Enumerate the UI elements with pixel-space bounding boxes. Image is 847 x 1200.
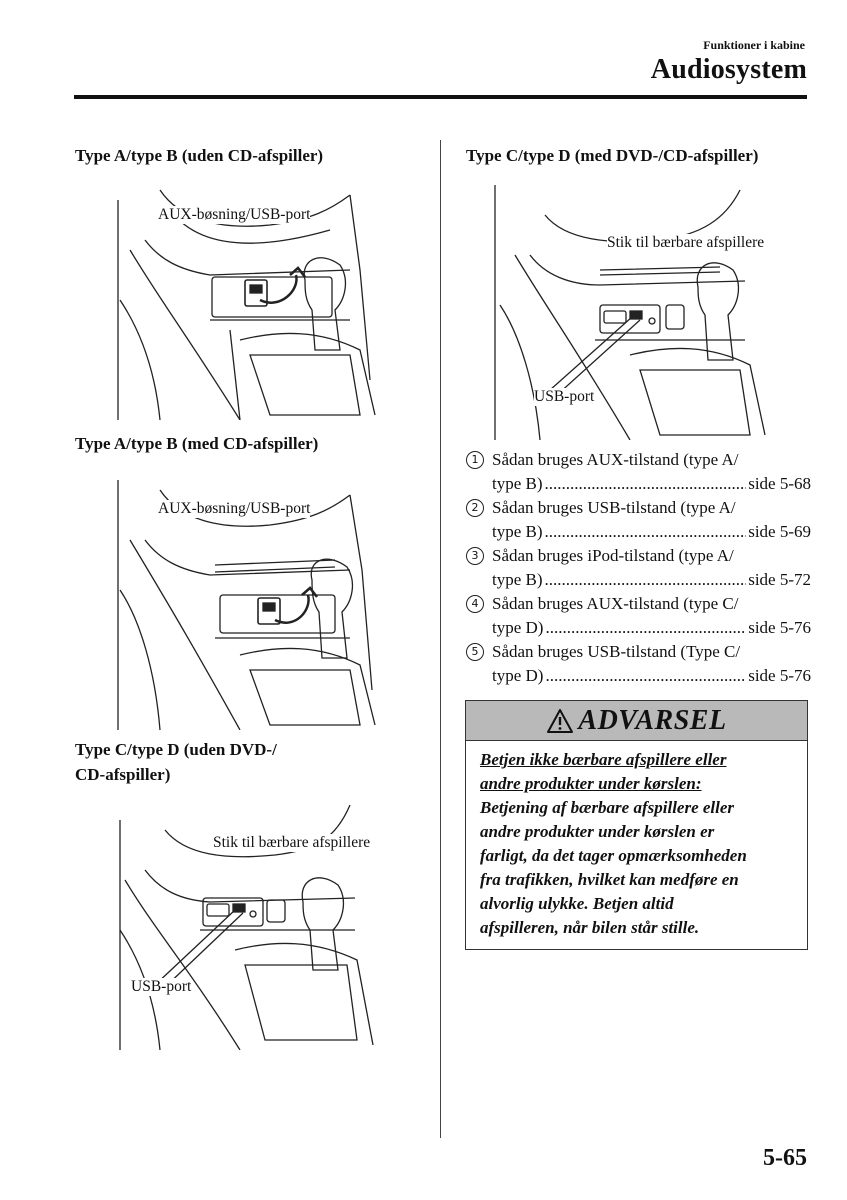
circled-number: 5: [466, 643, 484, 661]
warning-text-line: Betjening af bærbare afspillere eller: [480, 798, 735, 817]
column-divider: [440, 140, 441, 1138]
heading-type-ab-no-cd: Type A/type B (uden CD-afspiller): [75, 146, 324, 165]
warning-header: ADVARSEL: [466, 701, 807, 741]
leader-dots: [545, 520, 747, 544]
toc-line1: Sådan bruges USB-tilstand (Type C/: [492, 642, 741, 661]
heading3-line2: CD-afspiller): [75, 765, 171, 784]
list-item: 4 Sådan bruges AUX-tilstand (type C/ typ…: [466, 592, 811, 640]
toc-line2: type D): [492, 618, 544, 637]
list-item: 1 Sådan bruges AUX-tilstand (type A/ typ…: [466, 448, 811, 496]
figure-console-type-ab-no-cd: AUX-bøsning/USB-port: [100, 180, 390, 420]
toc-page-ref[interactable]: side 5-76: [748, 618, 811, 637]
fig4-callout-connector: Stik til bærbare afspillere: [607, 234, 765, 252]
section-name: Funktioner i kabine: [703, 38, 805, 52]
circled-number: 2: [466, 499, 484, 517]
heading-type-cd-no-dvd: Type C/type D (uden DVD-/ CD-afspiller): [75, 737, 277, 787]
warning-title: ADVARSEL: [578, 704, 727, 736]
list-item: 3 Sådan bruges iPod-tilstand (type A/ ty…: [466, 544, 811, 592]
leader-dots: [545, 664, 746, 688]
fig3-callout-usb: USB-port: [131, 978, 192, 996]
list-item: 2 Sådan bruges USB-tilstand (type A/ typ…: [466, 496, 811, 544]
circled-number: 3: [466, 547, 484, 565]
list-item: 5 Sådan bruges USB-tilstand (Type C/ typ…: [466, 640, 811, 688]
toc-line2: type B): [492, 474, 543, 493]
fig4-callout-usb: USB-port: [534, 388, 595, 406]
fig3-callout-connector: Stik til bærbare afspillere: [213, 834, 371, 852]
heading-type-ab-with-cd: Type A/type B (med CD-afspiller): [75, 434, 319, 453]
toc-page-ref[interactable]: side 5-76: [748, 666, 811, 685]
toc-line2: type B): [492, 522, 543, 541]
toc-line1: Sådan bruges USB-tilstand (type A/: [492, 498, 736, 517]
warning-box: ADVARSEL Betjen ikke bærbare afspillere …: [465, 700, 808, 950]
heading3-line1: Type C/type D (uden DVD-/: [75, 740, 277, 759]
warning-subtitle-line1: Betjen ikke bærbare afspillere eller: [480, 750, 727, 769]
circled-number: 1: [466, 451, 484, 469]
toc-page-ref[interactable]: side 5-68: [748, 474, 811, 493]
figure-console-type-ab-with-cd: AUX-bøsning/USB-port: [100, 480, 390, 730]
toc-line2: type D): [492, 666, 544, 685]
heading-type-cd-with-dvd: Type C/type D (med DVD-/CD-afspiller): [466, 146, 759, 165]
toc-line1: Sådan bruges AUX-tilstand (type C/: [492, 594, 739, 613]
leader-dots: [545, 616, 746, 640]
warning-subtitle-line2: andre produkter under kørslen:: [480, 774, 702, 793]
warning-body: Betjen ikke bærbare afspillere eller and…: [466, 741, 807, 940]
toc-line1: Sådan bruges iPod-tilstand (type A/: [492, 546, 734, 565]
warning-text-line: fra trafikken, hvilket kan medføre en: [480, 870, 739, 889]
page-title: Audiosystem: [650, 54, 807, 85]
page-number: 5-65: [763, 1145, 807, 1171]
figure-console-type-cd-with-dvd: Stik til bærbare afspillere USB-port: [490, 185, 780, 440]
fig1-callout: AUX-bøsning/USB-port: [158, 206, 311, 224]
toc-line1: Sådan bruges AUX-tilstand (type A/: [492, 450, 739, 469]
cross-reference-list: 1 Sådan bruges AUX-tilstand (type A/ typ…: [466, 448, 811, 688]
leader-dots: [545, 472, 747, 496]
circled-number: 4: [466, 595, 484, 613]
warning-text-line: andre produkter under kørslen er: [480, 822, 715, 841]
warning-text-line: farligt, da det tager opmærksomheden: [480, 846, 747, 865]
fig2-callout: AUX-bøsning/USB-port: [158, 500, 311, 518]
toc-page-ref[interactable]: side 5-69: [748, 522, 811, 541]
warning-triangle-icon: [547, 708, 574, 733]
toc-page-ref[interactable]: side 5-72: [748, 570, 811, 589]
header-rule: [74, 95, 807, 99]
figure-console-type-cd-no-dvd: Stik til bærbare afspillere USB-port: [95, 800, 395, 1050]
warning-text-line: alvorlig ulykke. Betjen altid: [480, 894, 674, 913]
toc-line2: type B): [492, 570, 543, 589]
leader-dots: [545, 568, 747, 592]
warning-text-line: afspilleren, når bilen står stille.: [480, 918, 700, 937]
